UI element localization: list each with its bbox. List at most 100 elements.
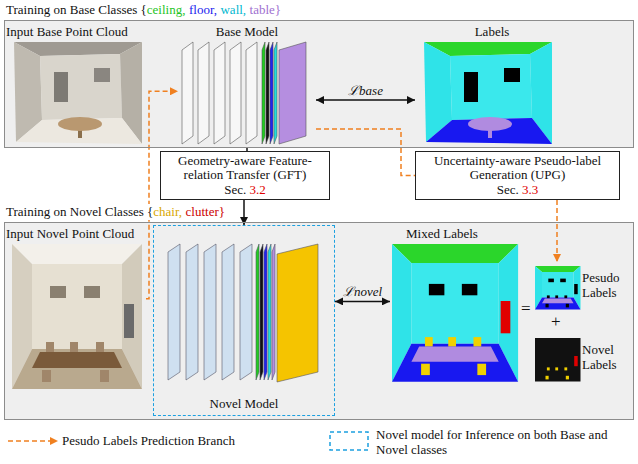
base-model-layers xyxy=(274,42,277,144)
novel-model-layers xyxy=(222,244,234,380)
novel-point-cloud xyxy=(12,349,142,389)
text-group: Input Base Point Cloud xyxy=(6,24,128,40)
novel-model-layers xyxy=(168,244,318,382)
mixed-label-cloud xyxy=(392,344,518,382)
legend-text: Pesudo Labels Prediction Branch xyxy=(62,433,235,449)
base-model-layers xyxy=(266,42,269,144)
node-label: 3.2 xyxy=(250,182,266,197)
base-label-cloud xyxy=(450,54,532,120)
text-group: Labels xyxy=(415,24,569,40)
mixed-label-cloud xyxy=(392,244,518,263)
novel-point-cloud xyxy=(12,244,142,264)
panel-heading: clutter} xyxy=(186,204,225,219)
pseudo-label-cloud xyxy=(535,298,581,310)
text-group: Geometry-aware Feature-relation Transfer… xyxy=(161,152,329,199)
panel-ground xyxy=(4,20,634,420)
text-group: Mixed Labels xyxy=(406,226,478,242)
label-image: Labels xyxy=(415,22,569,148)
node-label: Labels xyxy=(475,24,510,39)
text-group: Novel Labels xyxy=(582,343,634,373)
base-label-cloud xyxy=(504,68,520,82)
point-cloud-image: Input Base Point Cloud xyxy=(4,22,146,146)
legend-text: Novel model for Inference on both Base a… xyxy=(376,428,631,458)
node-label: Pesudo Labels xyxy=(582,270,620,300)
pseudo-label-cloud xyxy=(564,295,567,298)
node-label: Novel Labels xyxy=(582,342,617,372)
novel-point-cloud xyxy=(32,264,122,349)
connector xyxy=(335,301,390,303)
node-label: Input Base Point Cloud xyxy=(6,24,128,39)
base-training-panel: Training on Base Classes {ceiling,floor,… xyxy=(4,20,634,148)
novel-model-box: Novel Model xyxy=(153,225,335,416)
legend-samples xyxy=(8,432,368,450)
pseudo-label-cloud xyxy=(546,304,549,308)
connector xyxy=(556,200,558,262)
novel-label-cloud xyxy=(555,367,558,370)
novel-label-cloud xyxy=(547,367,550,370)
panel-heading: table} xyxy=(250,2,282,17)
pseudo-label-cloud xyxy=(548,279,554,283)
node-label: 3.3 xyxy=(522,182,538,197)
node-label: Geometry-aware Feature-relation Transfer… xyxy=(165,154,325,183)
novel-label-cloud xyxy=(535,338,581,382)
pseudo-label-cloud xyxy=(547,295,550,298)
text-group: Pesudo Labels xyxy=(582,271,634,301)
panel-heading: Training on Novel Classes { xyxy=(6,204,153,219)
novel-model-layers xyxy=(204,244,216,380)
label-image: Novel Labels xyxy=(532,334,638,384)
novel-point-cloud xyxy=(42,370,51,382)
base-point-cloud xyxy=(40,54,122,120)
base-point-cloud xyxy=(58,117,102,131)
pseudo-label-cloud xyxy=(535,266,581,272)
mixed-label-cloud xyxy=(448,337,456,347)
label-image: Mixed Labels xyxy=(390,224,520,384)
base-model-layers xyxy=(214,42,225,144)
novel-model-layers xyxy=(268,244,271,380)
connector xyxy=(316,99,415,101)
novel-point-cloud xyxy=(50,286,66,298)
novel-point-cloud xyxy=(100,370,109,382)
novel-model-layers xyxy=(186,244,198,380)
node-label: Novel Model xyxy=(210,396,279,411)
node-label: Mixed Labels xyxy=(406,226,478,241)
base-model-layers xyxy=(246,42,257,144)
node-label: Sec. xyxy=(224,182,246,197)
base-model-layers xyxy=(182,42,193,144)
base-model-layers xyxy=(270,42,273,144)
novel-model-layers xyxy=(240,244,252,380)
mixed-label-cloud xyxy=(501,301,511,333)
text-group: Training on Base Classes {ceiling,floor,… xyxy=(5,2,284,18)
panel-heading: wall, xyxy=(220,2,246,17)
legend-samples xyxy=(50,437,58,445)
mixed-label-cloud xyxy=(411,263,498,344)
text-group: Base Model xyxy=(178,24,316,40)
module-box: Uncertainty-aware Pseudo-label Generatio… xyxy=(415,151,620,200)
novel-point-cloud xyxy=(124,304,134,338)
base-label-cloud xyxy=(468,117,512,131)
base-point-cloud xyxy=(16,118,142,144)
novel-label-cloud xyxy=(535,338,581,382)
mixed-label-cloud xyxy=(411,347,498,362)
pseudo-label-cloud xyxy=(542,272,574,298)
node-label: Uncertainty-aware Pseudo-label Generatio… xyxy=(420,154,615,183)
panel-heading: chair, xyxy=(153,204,182,219)
novel-model-layers xyxy=(256,244,259,380)
base-model-layers xyxy=(198,42,209,144)
text-group: Input Novel Point Cloud xyxy=(6,226,134,242)
base-label-cloud xyxy=(464,72,478,102)
mixed-label-cloud xyxy=(473,337,481,347)
base-model-layers xyxy=(279,42,306,144)
novel-model-layers xyxy=(264,244,267,380)
text-group: Training on Novel Classes {chair, clutter… xyxy=(5,204,228,220)
base-label-cloud xyxy=(424,42,552,144)
connector xyxy=(316,129,415,175)
node-label: Sec. xyxy=(497,182,519,197)
text-group: Novel Model xyxy=(154,396,334,412)
pseudo-label-cloud xyxy=(574,284,578,294)
novel-point-cloud xyxy=(12,244,142,389)
panel-heading: Training on Base Classes { xyxy=(6,2,147,17)
novel-point-cloud xyxy=(70,342,78,352)
text-group: Uncertainty-aware Pseudo-label Generatio… xyxy=(416,152,619,199)
novel-model-layers xyxy=(272,244,275,380)
